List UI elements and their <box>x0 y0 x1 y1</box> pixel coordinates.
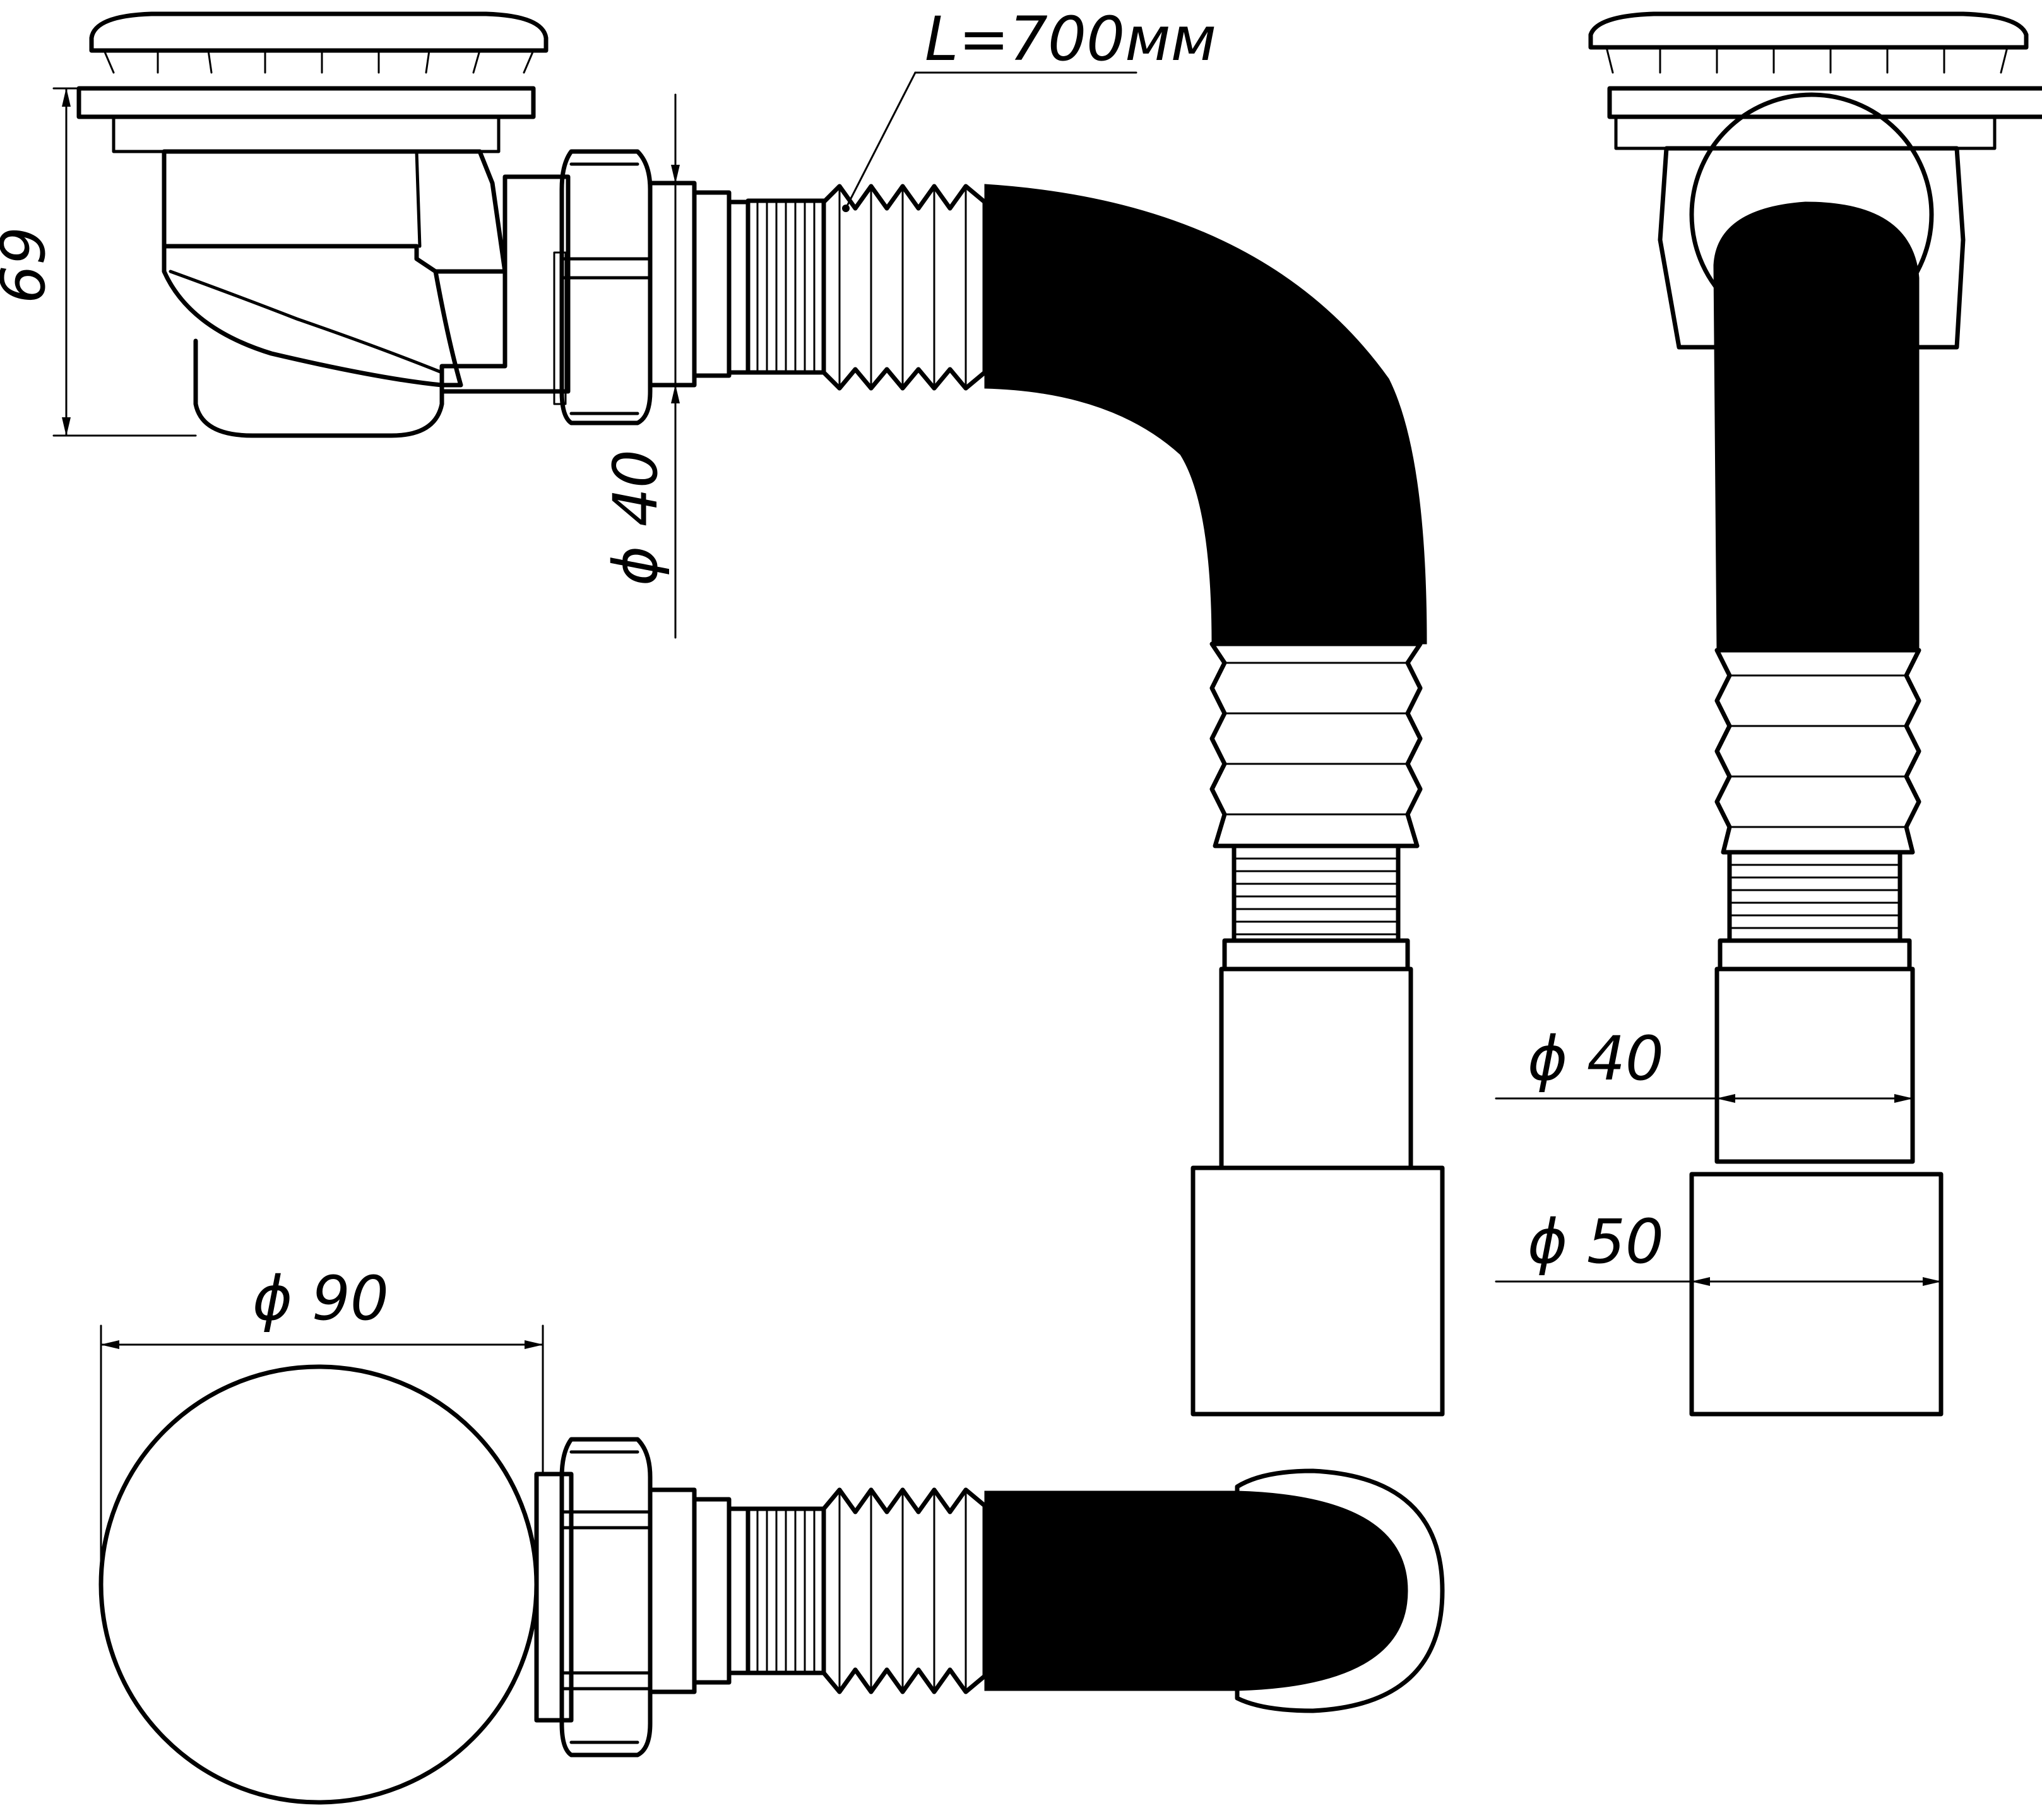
height-label: 69 <box>0 227 59 304</box>
grate-diameter-label: ϕ 90 <box>252 1263 389 1334</box>
outlet-outer-diameter-label: ϕ 50 <box>1528 1206 1664 1277</box>
outlet-inner-diameter-dimension: ϕ 40 <box>1495 1023 1914 1103</box>
flexible-hose-bend <box>984 184 1427 645</box>
outlet-inner-pipe <box>1219 967 1413 1170</box>
side-view <box>76 11 1445 1417</box>
front-outlet-outer-pipe <box>1689 1172 1944 1417</box>
outlet-outer-pipe <box>1190 1165 1445 1417</box>
drain-body <box>162 149 508 274</box>
outlet-outer-diameter-dimension: ϕ 50 <box>1495 1206 1942 1286</box>
hose-small-corrugation <box>745 198 826 375</box>
top-view <box>98 1364 1445 1805</box>
drain-cap <box>89 11 549 53</box>
outlet-inner-diameter-label: ϕ 40 <box>1528 1023 1664 1094</box>
grate-diameter-dimension: ϕ 90 <box>100 1263 544 1586</box>
hose-length-dimension: L=700мм <box>842 4 1216 212</box>
front-hose <box>1713 201 1920 651</box>
drain-grate-circle <box>98 1364 539 1805</box>
hose-length-label: L=700мм <box>925 4 1216 74</box>
front-outlet-inner-pipe <box>1714 967 1915 1164</box>
union-nut <box>553 149 653 425</box>
inlet-diameter-label: ϕ 40 <box>600 449 671 586</box>
inlet-diameter-dimension: ϕ 40 <box>600 93 680 639</box>
hose-lower-corrugation <box>1209 641 1423 848</box>
top-view-hose <box>984 1490 1408 1691</box>
hose-large-corrugation <box>821 184 987 391</box>
drain-flange <box>76 86 536 119</box>
height-dimension: 69 <box>0 87 197 437</box>
front-drain-cap <box>1588 11 2029 50</box>
front-view <box>1588 11 2042 1417</box>
